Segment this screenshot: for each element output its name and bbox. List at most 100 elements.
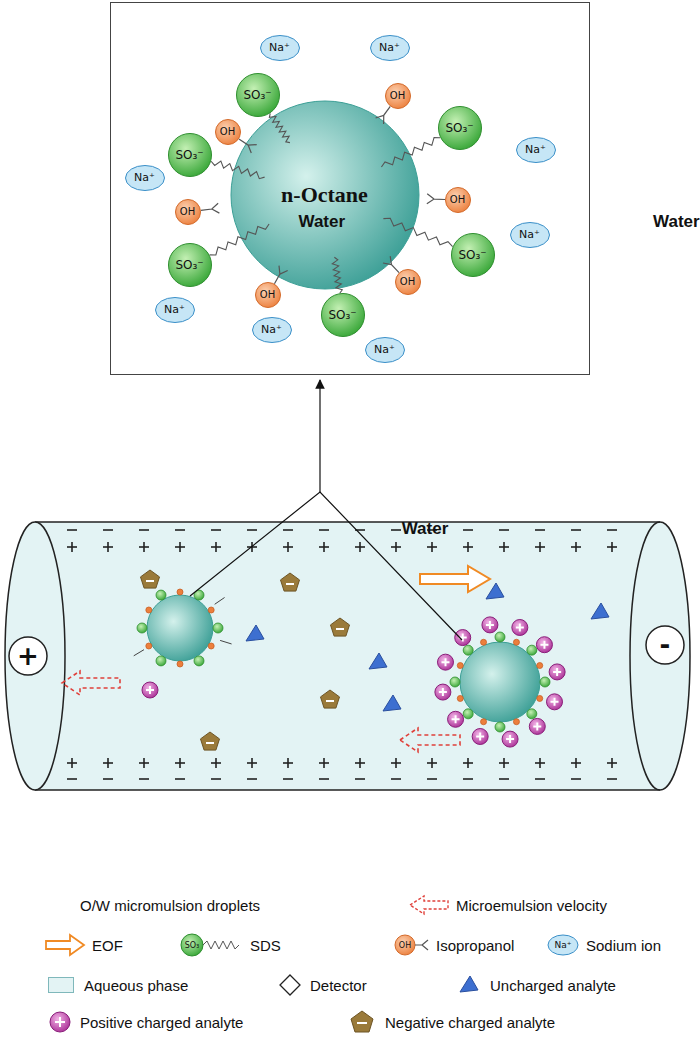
legend-text: O/W micromulsion droplets xyxy=(80,897,260,914)
sodium-ion: Na⁺ xyxy=(260,35,300,61)
isopropanol-head xyxy=(481,719,487,725)
sodium-icon xyxy=(548,935,578,955)
isopropanol-shape xyxy=(215,119,240,144)
positive-sign xyxy=(55,1017,65,1027)
legend-icons xyxy=(46,896,578,1032)
sodium-ion: Na⁺ xyxy=(155,297,195,323)
wall-charge xyxy=(143,542,145,552)
sds-head-shape xyxy=(321,293,364,336)
wall-charge xyxy=(215,758,217,768)
sds-tail-icon xyxy=(203,941,239,949)
electrode: - xyxy=(645,625,685,665)
node-label: SO₃⁻ xyxy=(175,148,203,162)
isopropanol-head: OH xyxy=(255,282,281,308)
wall-charge xyxy=(103,778,113,780)
electrode-shape xyxy=(646,626,684,664)
wall-charge xyxy=(499,529,509,531)
wall-charge xyxy=(179,542,181,552)
wall-charge xyxy=(107,542,109,552)
sds-head-shape xyxy=(438,106,481,149)
sodium-ion: Na⁺ xyxy=(125,165,165,191)
wall-charge xyxy=(575,758,577,768)
wall-charge xyxy=(539,758,541,768)
positive-analyte xyxy=(448,711,464,727)
sodium-shape xyxy=(365,337,404,362)
wall-charge xyxy=(535,529,545,531)
electrode-sign: - xyxy=(660,630,671,660)
wall-charge xyxy=(607,529,617,531)
isopropanol-stick xyxy=(375,106,390,123)
node-label: SO₃⁻ xyxy=(445,121,473,135)
wall-charge xyxy=(287,758,289,768)
sodium-shape xyxy=(252,317,291,342)
wall-charge xyxy=(247,529,257,531)
isopropanol-shape xyxy=(385,83,410,108)
negative-sign xyxy=(326,700,334,702)
isopropanol-head: OH xyxy=(395,269,421,295)
wall-charge xyxy=(395,542,397,552)
wall-charge xyxy=(535,778,545,780)
wall-charge xyxy=(71,758,73,768)
isopropanol-head xyxy=(537,663,543,669)
wall-charge xyxy=(319,778,329,780)
inset-box: WaterWaterWaterWatern-OctaneSO₃⁻SO₃⁻SO₃⁻… xyxy=(110,2,590,375)
positive-analyte xyxy=(502,731,518,747)
sds-head-shape xyxy=(236,73,279,116)
positive-analyte xyxy=(435,684,451,700)
wall-charge xyxy=(539,542,541,552)
sds-tail xyxy=(269,113,290,142)
node-label: OH xyxy=(220,126,235,137)
wall-charge xyxy=(143,758,145,768)
legend-text: Uncharged analyte xyxy=(490,977,616,994)
icon-label: SO₃ xyxy=(185,941,200,950)
sds-tail xyxy=(383,218,452,247)
positive-sign xyxy=(486,621,494,629)
isopropanol-head xyxy=(457,695,463,701)
sds-head xyxy=(156,590,166,600)
sodium-ion: Na⁺ xyxy=(510,222,550,248)
phase-label: Water xyxy=(298,212,345,232)
sodium-shape xyxy=(155,297,194,322)
isopropanol-head xyxy=(177,661,183,667)
node-label: Na⁺ xyxy=(525,143,546,156)
legend-text: Aqueous phase xyxy=(84,977,188,994)
icon-label: OH xyxy=(399,941,411,950)
uncharged-icon xyxy=(460,976,478,992)
wall-charge xyxy=(607,778,617,780)
positive-sign xyxy=(439,688,447,696)
sds-head: SO₃⁻ xyxy=(438,106,482,150)
node-label: Na⁺ xyxy=(261,323,282,336)
wall-charge xyxy=(211,778,221,780)
isopropanol-head xyxy=(481,639,487,645)
negative-sign xyxy=(286,583,294,585)
sds-tail xyxy=(209,224,269,255)
isopropanol-head xyxy=(208,607,214,613)
node-label: SO₃⁻ xyxy=(458,248,486,262)
sds-head xyxy=(156,656,166,666)
isopropanol-head xyxy=(177,589,183,595)
sds-head xyxy=(527,645,537,655)
positive-sign xyxy=(551,698,559,706)
positive-analyte xyxy=(512,619,528,635)
wall-charge xyxy=(139,529,149,531)
isopropanol-stick xyxy=(200,203,218,213)
node-label: OH xyxy=(390,90,405,101)
node-label: n-Octane xyxy=(281,182,368,208)
legend-text: Isopropanol xyxy=(436,937,514,954)
wall-charge xyxy=(71,542,73,552)
wall-charge xyxy=(283,529,293,531)
analytes xyxy=(140,570,609,750)
wall-charge xyxy=(463,529,473,531)
legend-text: Negative charged analyte xyxy=(385,1014,555,1031)
negative-icon xyxy=(351,1011,373,1032)
negative-analyte xyxy=(140,570,159,588)
exchange-arrow xyxy=(220,640,231,644)
negative-sign xyxy=(206,742,214,744)
wall-charge xyxy=(571,778,581,780)
uncharged-analyte xyxy=(486,583,504,599)
wall-charge xyxy=(103,529,113,531)
isopropanol-stick xyxy=(426,193,444,203)
icon-label: Na⁺ xyxy=(555,940,572,950)
legend-text: Sodium ion xyxy=(586,937,661,954)
wall-charge xyxy=(179,758,181,768)
